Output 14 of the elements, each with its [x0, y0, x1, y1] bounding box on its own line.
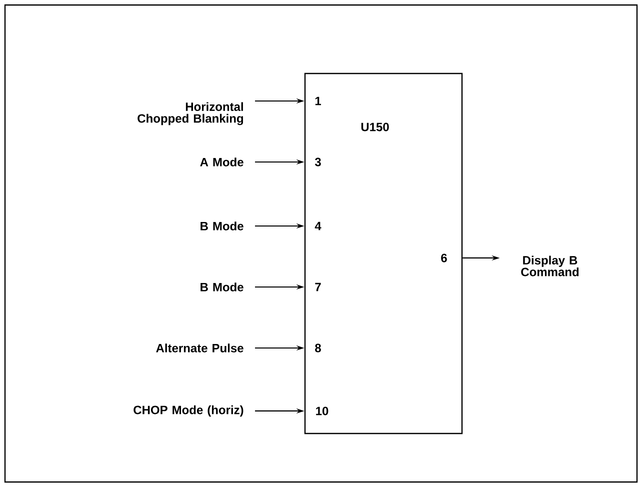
pin-number: 4	[314, 222, 322, 230]
input-label: Horizontal Chopped Blanking	[138, 102, 243, 126]
pin-number: 8	[315, 344, 321, 352]
pin-number: 7	[315, 282, 321, 292]
input-label: B Mode	[200, 282, 244, 292]
pin-number: 3	[314, 158, 321, 166]
pin-number: 10	[316, 406, 328, 416]
input-label: Alternate Pulse	[156, 344, 244, 352]
output-label: Display B Command	[521, 256, 579, 276]
pin-number: 1	[315, 96, 321, 106]
pin-number: 6	[441, 254, 447, 262]
input-label: CHOP Mode (horiz)	[134, 405, 244, 417]
input-label: B Mode	[200, 222, 244, 230]
input-label: A Mode	[200, 158, 244, 166]
